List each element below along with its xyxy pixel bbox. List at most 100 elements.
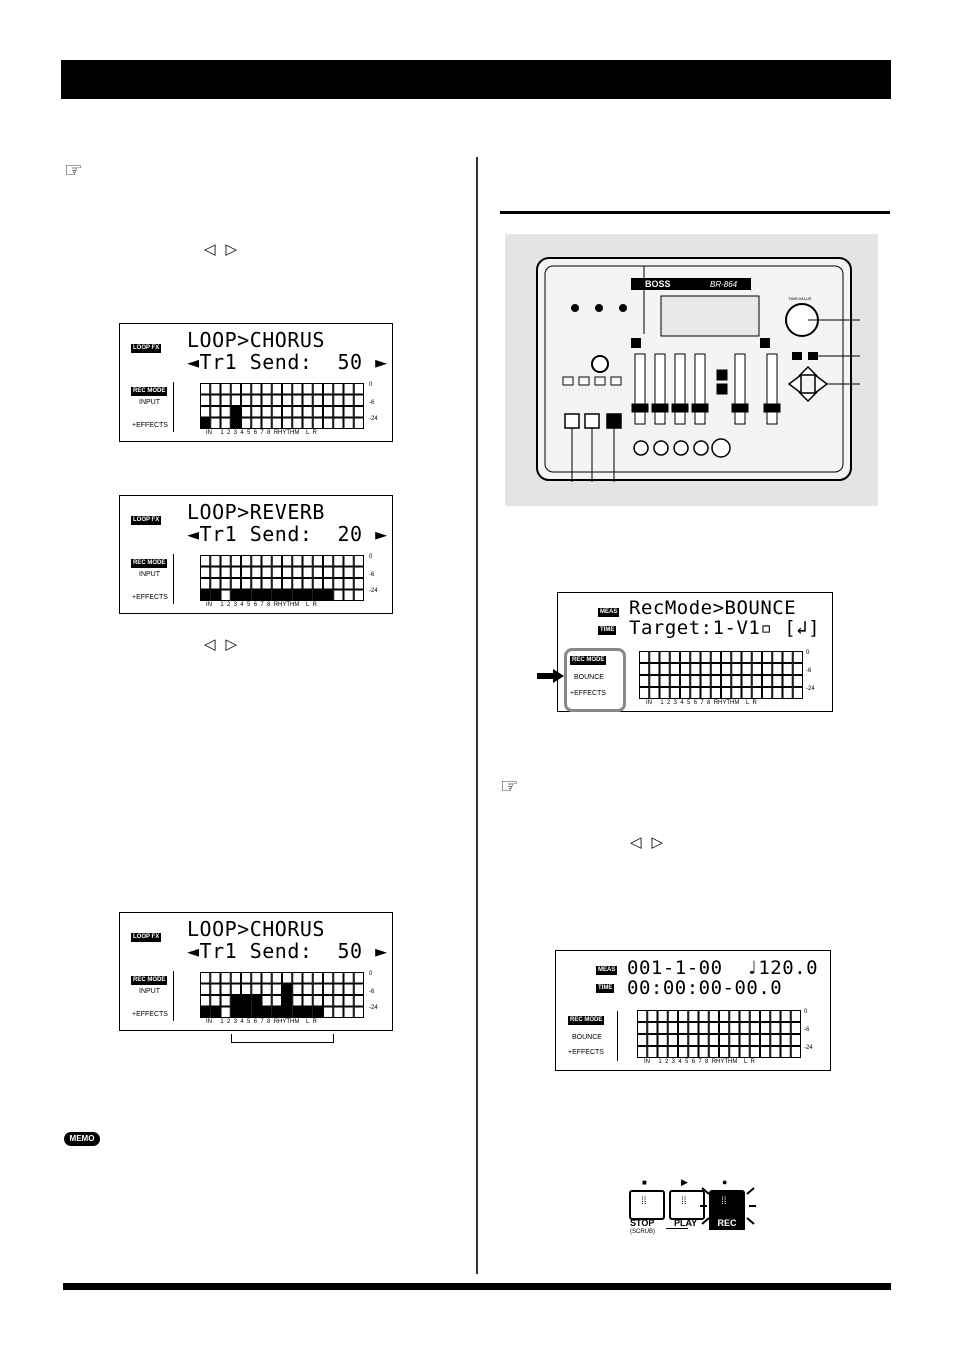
meter-cell (271, 995, 282, 1007)
meter-cell (261, 417, 272, 429)
meter-cell (751, 651, 762, 663)
meter-cell (647, 1046, 658, 1058)
meter-cell (698, 1034, 709, 1046)
meter-cell (200, 406, 211, 418)
meter-cell (762, 687, 773, 699)
meter-cell (710, 675, 721, 687)
meter-cell (261, 578, 272, 590)
cursor-left-icon: ◁ (204, 240, 226, 258)
meter-cell (647, 1034, 658, 1046)
meter-cell (271, 972, 282, 984)
meter-cell (700, 663, 711, 675)
meter-cell (739, 1046, 750, 1058)
meter-cell (741, 651, 752, 663)
meter-cell (333, 983, 344, 995)
meter-cell (210, 383, 221, 395)
divider (173, 554, 174, 604)
meter-cell (251, 1006, 262, 1018)
meter-cell (639, 675, 650, 687)
rec-button[interactable]: ⁞⁞ (709, 1190, 745, 1220)
lcd-line-2: ◄Tr1 Send: 20 ► (187, 522, 388, 546)
meter-cell (659, 651, 670, 663)
meter-cell (792, 651, 803, 663)
meter-cell (302, 555, 313, 567)
meter-cell (343, 578, 354, 590)
meter-cell (343, 589, 354, 601)
scale-minus-24: -24 (369, 416, 378, 422)
meter-cell (282, 589, 293, 601)
meter-cell (302, 566, 313, 578)
meter-cell (751, 663, 762, 675)
meter-cell (241, 995, 252, 1007)
time-badge: TIME (598, 626, 617, 635)
rec-mode-badge: REC MODE (568, 1016, 605, 1025)
stop-button[interactable]: ⁞⁞ (629, 1190, 665, 1220)
meter-cell (251, 417, 262, 429)
channel-labels: IN 1 2 3 4 5 6 7 8 RHYTHM L R (206, 602, 317, 608)
combo-line (666, 1228, 688, 1229)
meter-cell (323, 972, 334, 984)
rec-mode-highlight (564, 648, 626, 712)
meter-cell (241, 417, 252, 429)
meter-cell (353, 1006, 364, 1018)
scale-0: 0 (806, 650, 810, 656)
meter-cell (241, 566, 252, 578)
meter-cell (302, 995, 313, 1007)
meter-cell (302, 578, 313, 590)
meter-cell (353, 394, 364, 406)
rec-mode-value: BOUNCE (572, 1034, 602, 1041)
scale-minus-24: -24 (369, 1005, 378, 1011)
meter-cell (333, 406, 344, 418)
meter-cell (739, 1022, 750, 1034)
meter-cell (282, 566, 293, 578)
meter-cell (782, 663, 793, 675)
meter-cell (719, 1046, 730, 1058)
meter-cell (790, 1010, 801, 1022)
memo-icon: MEMO (64, 1132, 100, 1146)
meter-cell (312, 394, 323, 406)
meter-cell (292, 589, 303, 601)
meter-cell (230, 578, 241, 590)
meter-cell (749, 1034, 760, 1046)
meter-cell (210, 417, 221, 429)
meter-cell (731, 651, 742, 663)
scale-minus-24: -24 (369, 588, 378, 594)
meter-cell (282, 383, 293, 395)
meter-cell (343, 555, 354, 567)
meter-cell (770, 1034, 781, 1046)
meter-cell (647, 1022, 658, 1034)
lcd-line-2: ◄Tr1 Send: 50 ► (187, 350, 388, 374)
rec-mode-badge: REC MODE (131, 559, 168, 568)
meter-cell (659, 663, 670, 675)
loop-fx-badge: LOOP FX (131, 933, 162, 942)
meter-cell (200, 1006, 211, 1018)
scrub-label: (SCRUB) (630, 1229, 655, 1235)
meter-cell (678, 1046, 689, 1058)
meter-cell (669, 675, 680, 687)
meter-cell (343, 383, 354, 395)
meter-cell (220, 406, 231, 418)
meter-cell (678, 1010, 689, 1022)
meter-cell (749, 1022, 760, 1034)
meter-cell (667, 1034, 678, 1046)
rec-mode-value: BOUNCE (574, 674, 604, 681)
meter-cell (343, 566, 354, 578)
meter-cell (230, 589, 241, 601)
meter-cell (657, 1046, 668, 1058)
level-meter (200, 972, 365, 1024)
effects-label: +EFFECTS (132, 1011, 168, 1018)
meter-cell (282, 995, 293, 1007)
meter-cell (698, 1022, 709, 1034)
meter-cell (649, 663, 660, 675)
meter-cell (721, 663, 732, 675)
meter-cell (741, 687, 752, 699)
meter-cell (323, 983, 334, 995)
meter-cell (667, 1010, 678, 1022)
lcd-line-2: 00:00:00-00.0 (627, 977, 783, 999)
rec-label: REC (709, 1216, 745, 1230)
rec-mode-badge: REC MODE (131, 976, 168, 985)
hand-pointing-icon: ☞ (64, 158, 83, 182)
meter-cell (220, 555, 231, 567)
meter-cell (200, 555, 211, 567)
rec-indicator-icon: ● (722, 1177, 728, 1187)
